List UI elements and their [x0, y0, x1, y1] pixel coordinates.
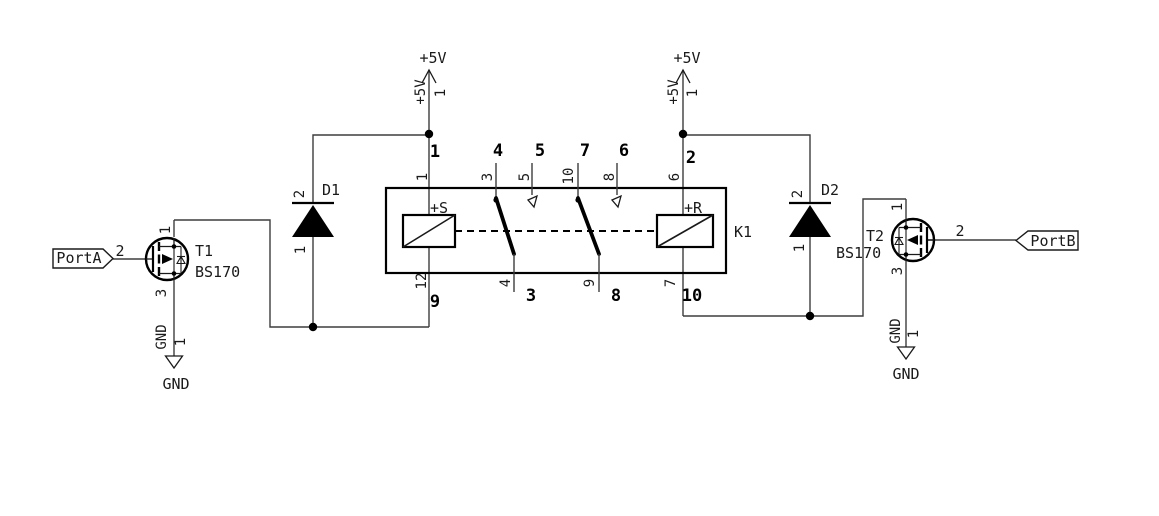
k1-nc-contact-icon-2 — [610, 194, 622, 209]
d1-triangle-icon — [292, 205, 334, 237]
t2-value: BS170 — [836, 244, 881, 262]
k1-pin-number: 12 — [414, 273, 430, 290]
k1-pin-number: 5 — [517, 173, 533, 181]
5v-pin-number: 1 — [685, 89, 701, 97]
transistor-t2[interactable]: T2 BS170 1 3 — [836, 203, 936, 275]
d2-triangle-icon — [789, 205, 831, 237]
k1-pin-number: 9 — [582, 279, 598, 287]
t2-gate-pin-number: 2 — [955, 222, 964, 240]
t1-mosfet-symbol — [144, 236, 190, 282]
net-label: 6 — [619, 141, 629, 161]
t1-gate-pin-number: 2 — [115, 242, 124, 260]
k1-body — [384, 186, 728, 275]
gnd-pin-number: 1 — [906, 330, 922, 338]
net-label: 5 — [535, 141, 545, 161]
wire-d1-cathode-rail — [312, 134, 429, 203]
5v-pin-name: +5V — [666, 79, 682, 105]
port-label-b[interactable]: PortB 2 — [955, 222, 1079, 251]
k1-pin-number: 10 — [561, 168, 577, 185]
net-label: 3 — [526, 286, 536, 306]
k1-pin-number: 6 — [667, 173, 683, 181]
t2-mosfet-symbol — [890, 217, 936, 263]
net-label: 9 — [430, 292, 440, 312]
d2-cathode-pin-number: 2 — [790, 190, 806, 198]
k1-coil-reset — [655, 213, 715, 249]
junction-dot — [424, 129, 434, 139]
k1-pin-number: 1 — [415, 173, 431, 181]
t2-drain-pin-number: 1 — [890, 203, 906, 211]
5v-arrow-icon — [421, 68, 437, 84]
porta-flag-icon — [52, 248, 115, 269]
k1-pin-number: 4 — [498, 279, 514, 287]
wire-t1-drain-rail — [174, 219, 429, 328]
5v-pin-name: +5V — [413, 79, 429, 105]
gnd-triangle-icon — [164, 355, 184, 370]
d2-anode-pin-number: 1 — [792, 244, 808, 252]
wire-t2-drain-rail — [683, 198, 906, 317]
k1-coil-set-diagonal — [402, 214, 456, 248]
net-label: 2 — [686, 148, 696, 168]
net-label: 4 — [493, 141, 503, 161]
t2-source-pin-number: 3 — [890, 267, 906, 275]
power-flag-5v-right[interactable]: +5V +5V 1 — [666, 49, 701, 105]
5v-label: +5V — [419, 49, 446, 67]
t1-value: BS170 — [195, 263, 240, 281]
5v-arrow-icon — [675, 68, 691, 84]
k1-contact-lever-1 — [494, 196, 516, 256]
t2-ref: T2 — [866, 227, 884, 245]
t1-source-pin-number: 3 — [154, 289, 170, 297]
gnd-label: GND — [892, 365, 919, 383]
junction-dot — [678, 129, 688, 139]
d2-ref: D2 — [821, 181, 839, 199]
5v-label: +5V — [673, 49, 700, 67]
diode-d2[interactable]: D2 2 1 — [789, 181, 839, 252]
porta-text: PortA — [56, 249, 101, 267]
k1-coil-set-label: +S — [430, 199, 448, 217]
d1-ref: D1 — [322, 181, 340, 199]
k1-pin-number: 8 — [602, 173, 618, 181]
portb-text: PortB — [1030, 232, 1075, 250]
port-label-a[interactable]: PortA 2 — [52, 242, 125, 269]
k1-ref: K1 — [734, 223, 752, 241]
k1-pin-number: 3 — [480, 173, 496, 181]
junction-dot — [308, 322, 318, 332]
k1-coil-reset-diagonal — [656, 214, 714, 248]
gnd-pin-number: 1 — [173, 338, 189, 346]
net-label: 10 — [682, 286, 702, 306]
wire-d2-cathode-rail — [683, 134, 811, 203]
power-flag-gnd-right[interactable]: GND 1 GND — [888, 318, 922, 383]
power-flag-gnd-left[interactable]: GND 1 GND — [154, 324, 190, 393]
k1-coil-reset-label: +R — [684, 199, 703, 217]
k1-pin-number: 7 — [663, 279, 679, 287]
relay-k1[interactable]: K1 +S +R 1 3 5 10 8 6 12 4 9 7 — [384, 163, 752, 292]
5v-pin-number: 1 — [433, 89, 449, 97]
k1-nc-contact-icon-1 — [526, 194, 538, 209]
net-labels: 1 4 5 7 6 2 9 3 8 10 — [430, 141, 702, 312]
k1-contact-pivot-1 — [493, 197, 499, 203]
d1-anode-pin-number: 1 — [293, 246, 309, 254]
diode-d1[interactable]: D1 2 1 — [292, 181, 340, 254]
net-label: 7 — [580, 141, 590, 161]
power-flag-5v-left[interactable]: +5V +5V 1 — [413, 49, 449, 105]
gnd-label: GND — [162, 375, 189, 393]
wires — [113, 70, 1016, 356]
k1-contact-pivot-2 — [575, 197, 581, 203]
gnd-pin-name: GND — [154, 324, 170, 349]
junction-dot — [805, 311, 815, 321]
k1-contact-lever-2 — [576, 196, 601, 256]
net-label: 8 — [611, 286, 621, 306]
transistor-t1[interactable]: T1 BS170 1 3 — [144, 226, 240, 297]
d1-cathode-pin-number: 2 — [292, 190, 308, 198]
portb-flag-icon — [1014, 230, 1079, 251]
t1-ref: T1 — [195, 242, 213, 260]
gnd-pin-name: GND — [888, 318, 904, 343]
net-label: 1 — [430, 142, 440, 162]
t1-drain-pin-number: 1 — [158, 226, 174, 234]
gnd-triangle-icon — [896, 346, 916, 361]
